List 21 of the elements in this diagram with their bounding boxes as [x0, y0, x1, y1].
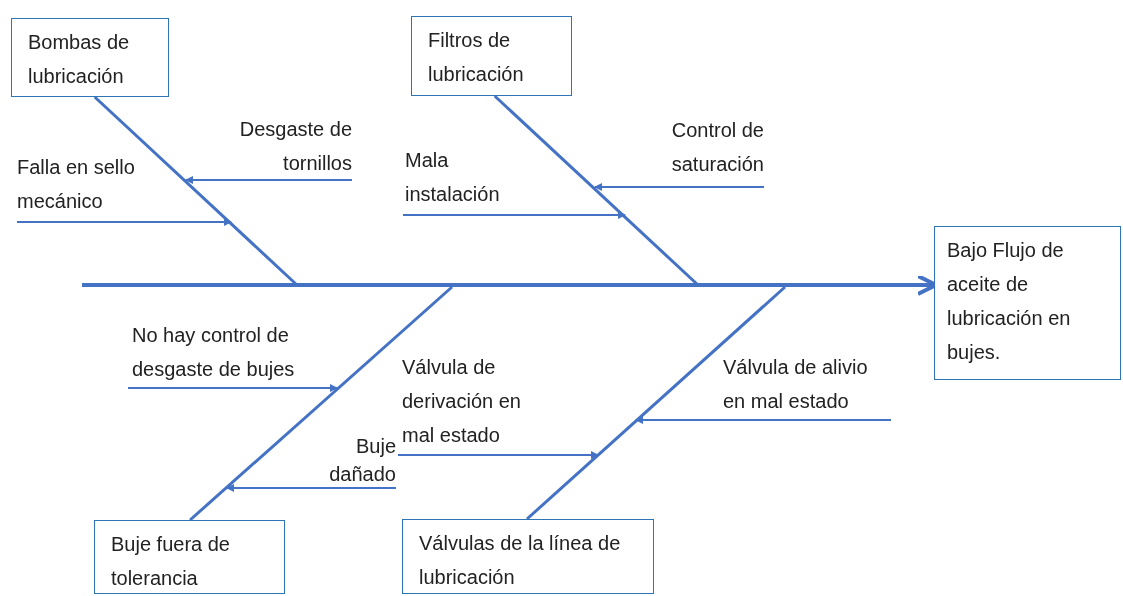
cause-label: Válvula de alivio en mal estado	[721, 350, 891, 420]
cause-label: No hay control de desgaste de bujes	[128, 318, 328, 388]
bone-line	[189, 285, 453, 522]
cause-category-box: Filtros de lubricación	[411, 16, 572, 96]
arrow	[127, 384, 338, 392]
cause-label: Control de saturación	[601, 113, 764, 187]
cause-label: Válvula de derivación en mal estado	[398, 350, 558, 455]
arrow	[397, 451, 599, 459]
cause-category-box: Válvulas de la línea de lubricación	[402, 519, 654, 594]
cause-category-box: Buje fuera de tolerancia	[94, 520, 285, 594]
bone-line	[526, 285, 786, 521]
cause-label: Buje dañado	[326, 432, 396, 488]
cause-label: Mala instalación	[403, 143, 528, 215]
arrow	[16, 218, 232, 226]
arrow	[185, 176, 353, 184]
arrow	[594, 183, 765, 191]
arrow	[635, 416, 892, 424]
arrow	[226, 484, 397, 492]
cause-category-box: Bombas de lubricación	[11, 18, 169, 97]
arrow	[402, 211, 626, 219]
effect-box: Bajo Flujo de aceite de lubricación en bujes.	[934, 226, 1121, 380]
